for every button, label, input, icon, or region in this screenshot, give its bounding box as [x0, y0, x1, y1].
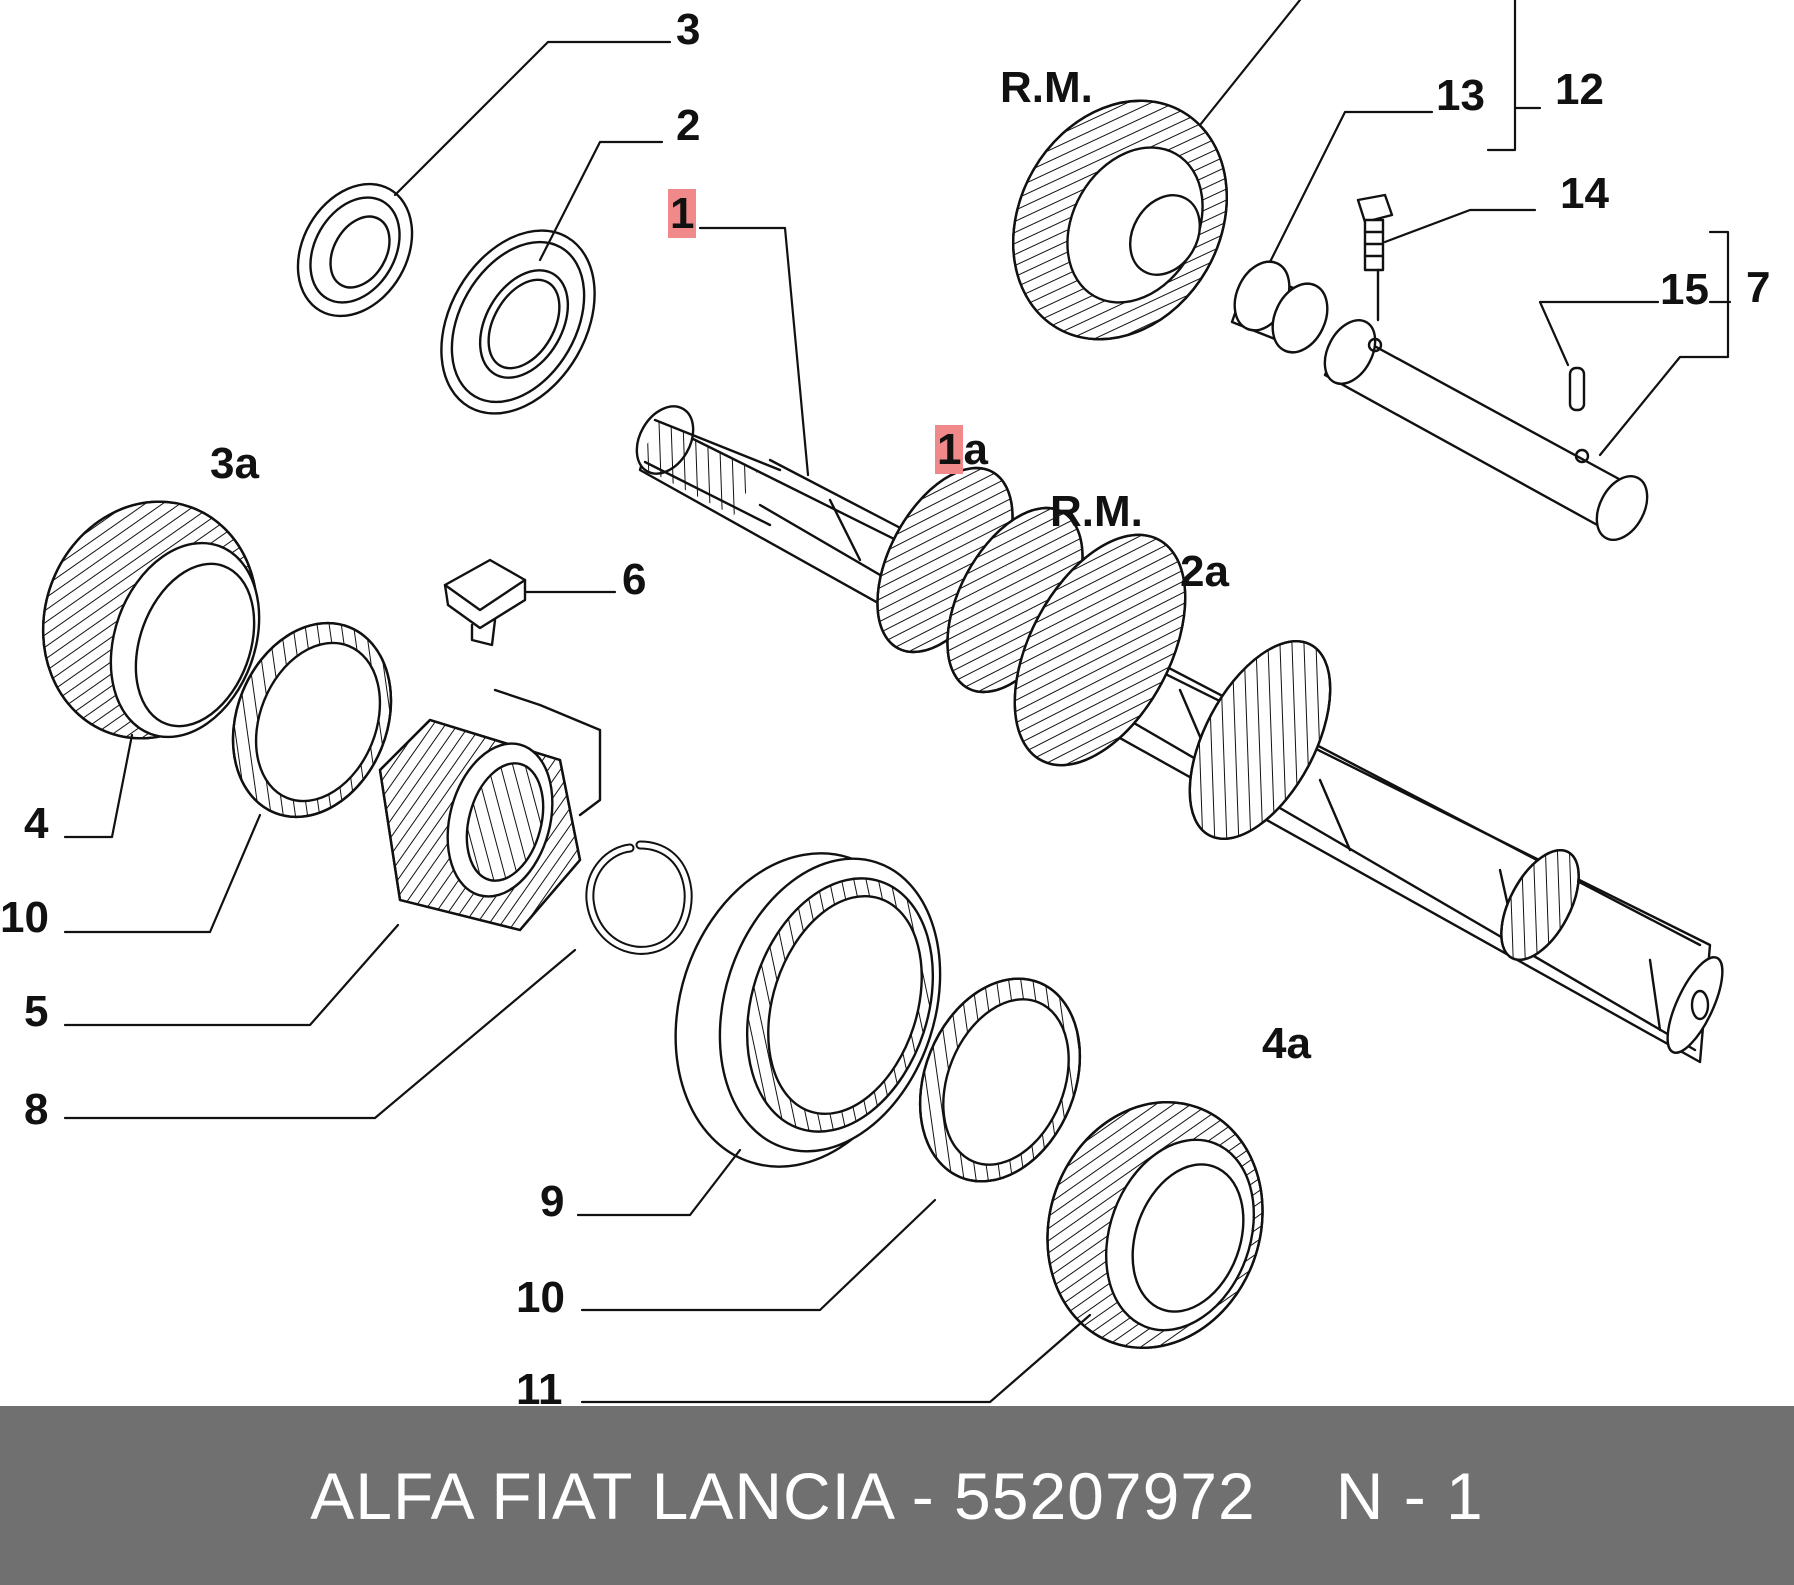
reverse-shaft	[1323, 319, 1649, 541]
callout-11: 11	[516, 1365, 563, 1414]
callout-4: 4	[24, 799, 49, 848]
bushing-part-13	[1230, 260, 1329, 354]
callout-rm-top: R.M.	[1000, 63, 1093, 112]
callout-rm-shaft: R.M.	[1050, 487, 1143, 536]
reverse-idler-gear	[1011, 99, 1229, 341]
ball-bearing-part-2	[440, 229, 596, 415]
callout-12: 12	[1555, 65, 1604, 114]
callout-2a: 2a	[1180, 547, 1229, 596]
callout-15: 15	[1660, 265, 1709, 314]
callout-10-left: 10	[0, 893, 49, 942]
callout-1a-highlight: 1	[935, 425, 964, 474]
callout-14: 14	[1560, 169, 1609, 218]
callout-5: 5	[24, 987, 49, 1036]
callout-9: 9	[540, 1177, 565, 1226]
callout-1-highlight: 1	[668, 189, 697, 238]
bearing-small-part-3	[296, 182, 414, 318]
callout-13: 13	[1436, 71, 1485, 120]
gear-4a-part-11	[1046, 1100, 1264, 1350]
pin-part-15	[1568, 366, 1586, 412]
exploded-parts-diagram	[41, 0, 1732, 1404]
callout-2: 2	[676, 101, 701, 150]
callout-1a: 1a	[935, 425, 988, 474]
callout-6: 6	[622, 555, 647, 604]
callout-3: 3	[676, 5, 701, 54]
callout-4a: 4a	[1262, 1019, 1311, 1068]
synchro-hub-part-5	[378, 688, 602, 932]
callout-8: 8	[24, 1085, 49, 1134]
synchro-ring-part-10-left	[231, 621, 393, 819]
sliding-sleeve-part-9	[674, 852, 942, 1168]
callout-1: 1	[668, 189, 697, 238]
part-number-banner: ALFA FIAT LANCIA - 55207972 N - 1	[0, 1406, 1794, 1585]
main-shaft-part-1	[635, 405, 1724, 1064]
diagram-code: N - 1	[1335, 1458, 1484, 1533]
circlip-part-8	[585, 840, 693, 955]
callout-10-bottom: 10	[516, 1273, 565, 1322]
callout-7: 7	[1746, 263, 1771, 312]
callout-1a-suffix: a	[963, 425, 988, 474]
bolt-part-14	[1356, 193, 1394, 322]
callout-3a: 3a	[210, 439, 259, 488]
leader-lines	[63, 0, 1732, 1404]
synchro-ring-part-10-bottom	[918, 977, 1082, 1183]
brand-part-number: ALFA FIAT LANCIA - 55207972	[310, 1458, 1256, 1533]
shift-key-part-6	[443, 558, 527, 647]
gear-3a-part-4	[41, 500, 261, 740]
